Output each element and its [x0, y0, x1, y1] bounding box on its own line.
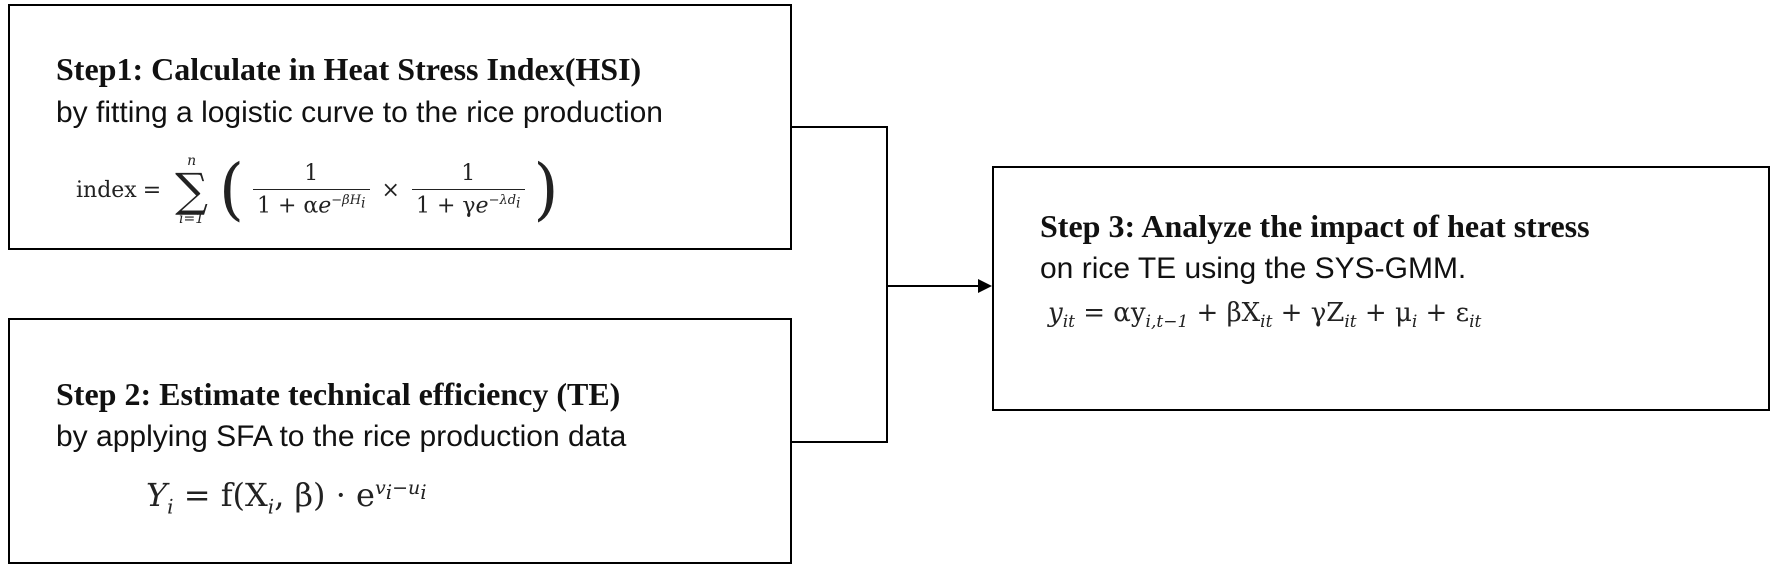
connector-to-step3	[886, 285, 982, 287]
step1-box: Step1: Calculate in Heat Stress Index(HS…	[8, 4, 792, 250]
step1-title: Step1: Calculate in Heat Stress Index(HS…	[56, 51, 642, 87]
step3-title: Step 3: Analyze the impact of heat stres…	[1040, 208, 1590, 244]
step2-description: by applying SFA to the rice production d…	[56, 420, 627, 453]
step3-description: on rice TE using the SYS-GMM.	[1040, 252, 1467, 285]
sysgmm-equation: yit = αyi,t−1 + βXit + γZit + μi + εit	[1048, 298, 1482, 333]
connector-vertical	[886, 126, 888, 443]
index-label: index	[76, 177, 137, 203]
step2-box: Step 2: Estimate technical efficiency (T…	[8, 318, 792, 564]
step2-title: Step 2: Estimate technical efficiency (T…	[56, 376, 621, 412]
connector-step1-horizontal	[792, 126, 888, 128]
arrowhead-icon	[978, 279, 992, 293]
hsi-equation: index = n ∑ i=1 ( 1 1 + αe−βHi × 1 1 + γ…	[76, 151, 559, 229]
step1-description: by fitting a logistic curve to the rice …	[56, 96, 663, 129]
summation-operator: n ∑ i=1	[175, 153, 208, 227]
sfa-equation: Yi = f(Xi, β) · evi−ui	[146, 476, 427, 519]
fraction-heat: 1 1 + αe−βHi	[252, 161, 370, 219]
step3-box: Step 3: Analyze the impact of heat stres…	[992, 166, 1770, 411]
fraction-duration: 1 1 + γe−λdi	[411, 161, 525, 219]
connector-step2-horizontal	[792, 441, 888, 443]
